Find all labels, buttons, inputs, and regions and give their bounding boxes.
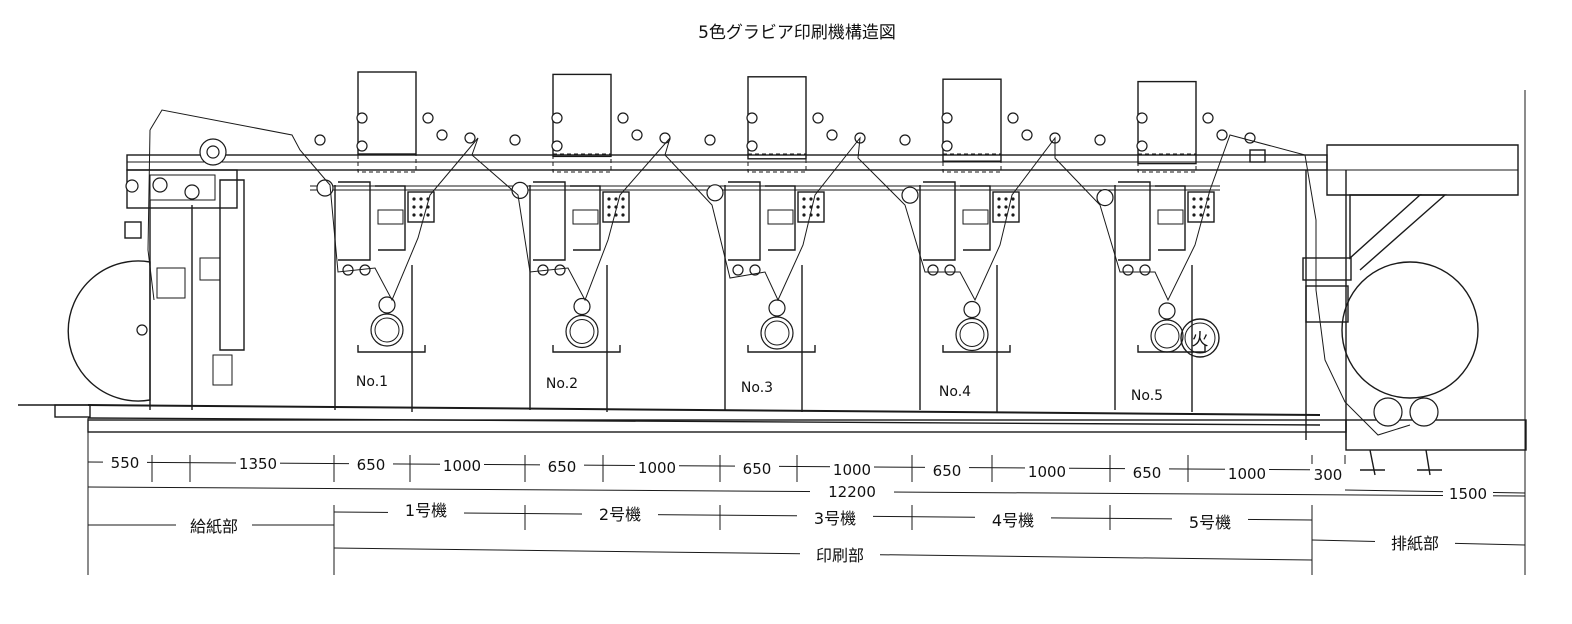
dim-300: 300: [1314, 466, 1343, 484]
web-path: [147, 109, 1411, 436]
diagram-title: 5色グラビア印刷機構造図: [698, 23, 896, 43]
section-print: 印刷部: [816, 546, 864, 565]
printing-unit-1: [314, 71, 476, 412]
machine-label-4: 4号機: [992, 511, 1034, 530]
dimension-ticks: [87, 455, 1526, 575]
unit-label-5: No.5: [1131, 388, 1163, 404]
dim-550: 550: [111, 454, 140, 472]
machine-label-2: 2号機: [599, 505, 641, 524]
machine-label-1: 1号機: [405, 501, 447, 520]
printing-unit-4: [899, 78, 1061, 412]
printing-unit-5: [1094, 80, 1256, 412]
unit-label-1: No.1: [356, 374, 388, 390]
dim-650-5: 650: [1133, 464, 1162, 482]
printing-units: [314, 71, 1256, 412]
dim-total-length: 12200: [828, 483, 876, 501]
delivery-roll: [1341, 261, 1479, 427]
dim-650-2: 650: [548, 458, 577, 476]
dim-650-1: 650: [357, 456, 386, 474]
printing-unit-3: [704, 76, 866, 412]
dim-650-3: 650: [743, 460, 772, 478]
dim-1500: 1500: [1449, 485, 1487, 503]
machine-label-3: 3号機: [814, 509, 856, 528]
unit-label-3: No.3: [741, 380, 773, 396]
dim-650-4: 650: [933, 462, 962, 480]
dim-1000-3: 1000: [833, 461, 871, 479]
section-labels: 給紙部 印刷部 排紙部: [176, 514, 1455, 568]
dimension-values: 550 1350 650 1000 650 1000 650 1000 650 …: [103, 452, 1493, 503]
unit-label-2: No.2: [546, 376, 578, 392]
feed-roll: [67, 138, 227, 402]
dim-1000-5: 1000: [1228, 465, 1266, 483]
machine-labels: 1号機 2号機 3号機 4号機 5号機: [388, 500, 1248, 534]
dim-1000-2: 1000: [638, 459, 676, 477]
dim-1000-4: 1000: [1028, 463, 1066, 481]
dim-1350: 1350: [239, 455, 277, 473]
section-feed: 給紙部: [190, 517, 238, 536]
unit-labels: No.1 No.2 No.3 No.4 No.5: [356, 374, 1163, 404]
fire-mark: 火: [1180, 318, 1220, 358]
machine-label-5: 5号機: [1189, 513, 1231, 532]
unit-label-4: No.4: [939, 384, 971, 400]
dim-1000-1: 1000: [443, 457, 481, 475]
fire-mark-text: 火: [1192, 330, 1209, 350]
printing-unit-2: [509, 73, 671, 412]
section-delivery: 排紙部: [1391, 534, 1439, 553]
